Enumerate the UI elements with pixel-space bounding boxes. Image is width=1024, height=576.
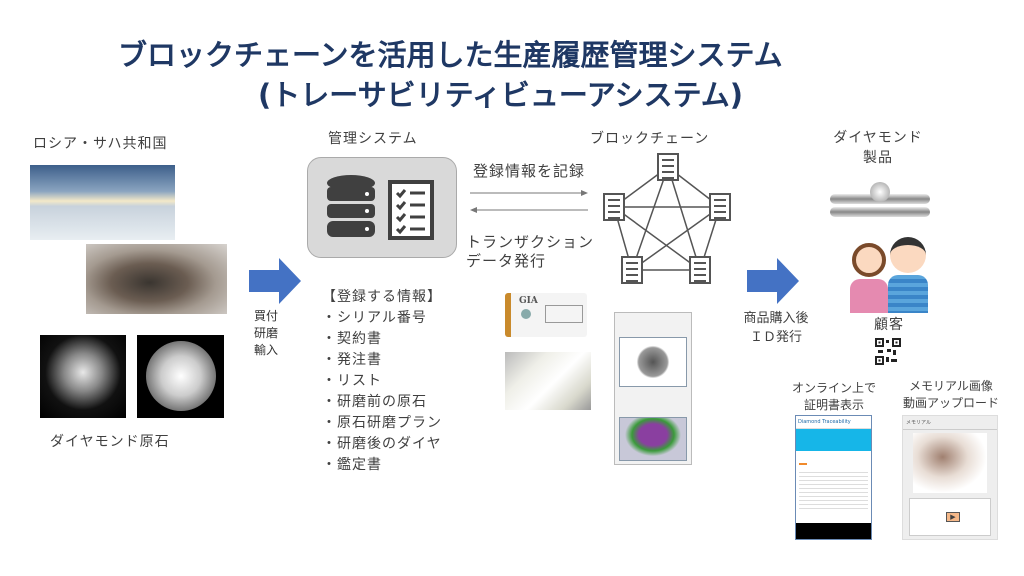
record-label: 登録情報を記録 <box>473 162 586 180</box>
info-item: ・発注書 <box>322 352 382 368</box>
purchase-steps: 買付 研磨 輸入 <box>254 308 278 359</box>
cut-diamond-photo <box>137 335 224 418</box>
wedding-photo <box>913 433 987 493</box>
blockchain-heading: ブロックチェーン <box>590 131 710 147</box>
diamond-ring-photo <box>830 182 930 222</box>
online-line-2: 証明書表示 <box>803 398 864 412</box>
right-arrow-icon <box>747 258 799 304</box>
play-button[interactable]: ▶ <box>946 512 960 522</box>
traceability-title: Diamond Traceability <box>796 416 871 429</box>
after-purchase-text: 商品購入後 <box>743 311 809 326</box>
step-buy: 買付 <box>254 309 279 323</box>
info-item: ・研磨後のダイヤ <box>322 436 442 452</box>
info-item: ・原石研磨プラン <box>322 415 442 431</box>
step-polish: 研磨 <box>254 326 279 340</box>
transaction-label-1: トランザクション <box>466 233 595 251</box>
qr-code-icon[interactable] <box>875 338 901 365</box>
polishing-plan-screenshot <box>614 312 692 465</box>
database-icon <box>327 175 375 237</box>
info-heading: 【登録する情報】 <box>322 289 442 305</box>
gia-logo: GIA <box>519 296 538 306</box>
gia-certificate: GIA <box>505 293 587 337</box>
checklist-icon <box>388 180 434 240</box>
customer-couple-illustration <box>848 235 930 313</box>
memorial-upload-label: メモリアル画像 動画アップロード <box>895 378 1007 412</box>
id-issuance-label: 商品購入後 ＩＤ発行 <box>736 309 816 347</box>
info-item: ・リスト <box>322 373 382 389</box>
rough-diamond-closeup-photo <box>505 352 591 410</box>
info-item: ・研磨前の原石 <box>322 394 427 410</box>
block-node-icon <box>657 153 679 181</box>
block-node-icon <box>689 256 711 284</box>
product-line-2: 製品 <box>863 150 893 166</box>
right-arrow-icon <box>249 258 301 304</box>
region-label: ロシア・サハ共和国 <box>33 136 168 152</box>
rough-diamond-photo <box>40 335 126 418</box>
customer-label: 顧客 <box>874 317 904 333</box>
rough-diamond-label: ダイヤモンド原石 <box>50 434 170 450</box>
product-heading: ダイヤモンド 製品 <box>828 128 928 168</box>
transaction-label-2: データ発行 <box>466 252 547 270</box>
memorial-screenshot: メモリアル ▶ <box>902 415 998 540</box>
product-line-1: ダイヤモンド <box>833 130 923 146</box>
bidirectional-arrows <box>470 190 588 213</box>
title-line-2: (トレーサビリティビューアシステム) <box>258 78 743 112</box>
block-node-icon <box>621 256 643 284</box>
block-node-icon <box>709 193 731 221</box>
memorial-title: メモリアル <box>903 416 997 430</box>
memorial-line-2: 動画アップロード <box>902 396 999 410</box>
step-import: 輸入 <box>254 343 279 357</box>
online-line-1: オンライン上で <box>791 381 876 395</box>
block-node-icon <box>603 193 625 221</box>
title-line-1: ブロックチェーンを活用した生産履歴管理システム <box>118 38 783 72</box>
mine-pit-photo <box>85 243 228 315</box>
management-heading: 管理システム <box>328 131 418 147</box>
memorial-line-1: メモリアル画像 <box>909 379 993 393</box>
info-item: ・契約書 <box>322 331 382 347</box>
id-issue-text: ＩＤ発行 <box>749 330 802 345</box>
management-system-box <box>307 157 457 258</box>
registered-info-list: 【登録する情報】 ・シリアル番号 ・契約書 ・発注書 ・リスト ・研磨前の原石 … <box>322 287 442 476</box>
info-item: ・シリアル番号 <box>322 310 427 326</box>
mine-landscape-photo <box>30 165 175 240</box>
online-certificate-label: オンライン上で 証明書表示 <box>786 380 882 414</box>
traceability-phone-screenshot: Diamond Traceability <box>795 415 872 540</box>
info-item: ・鑑定書 <box>322 457 382 473</box>
